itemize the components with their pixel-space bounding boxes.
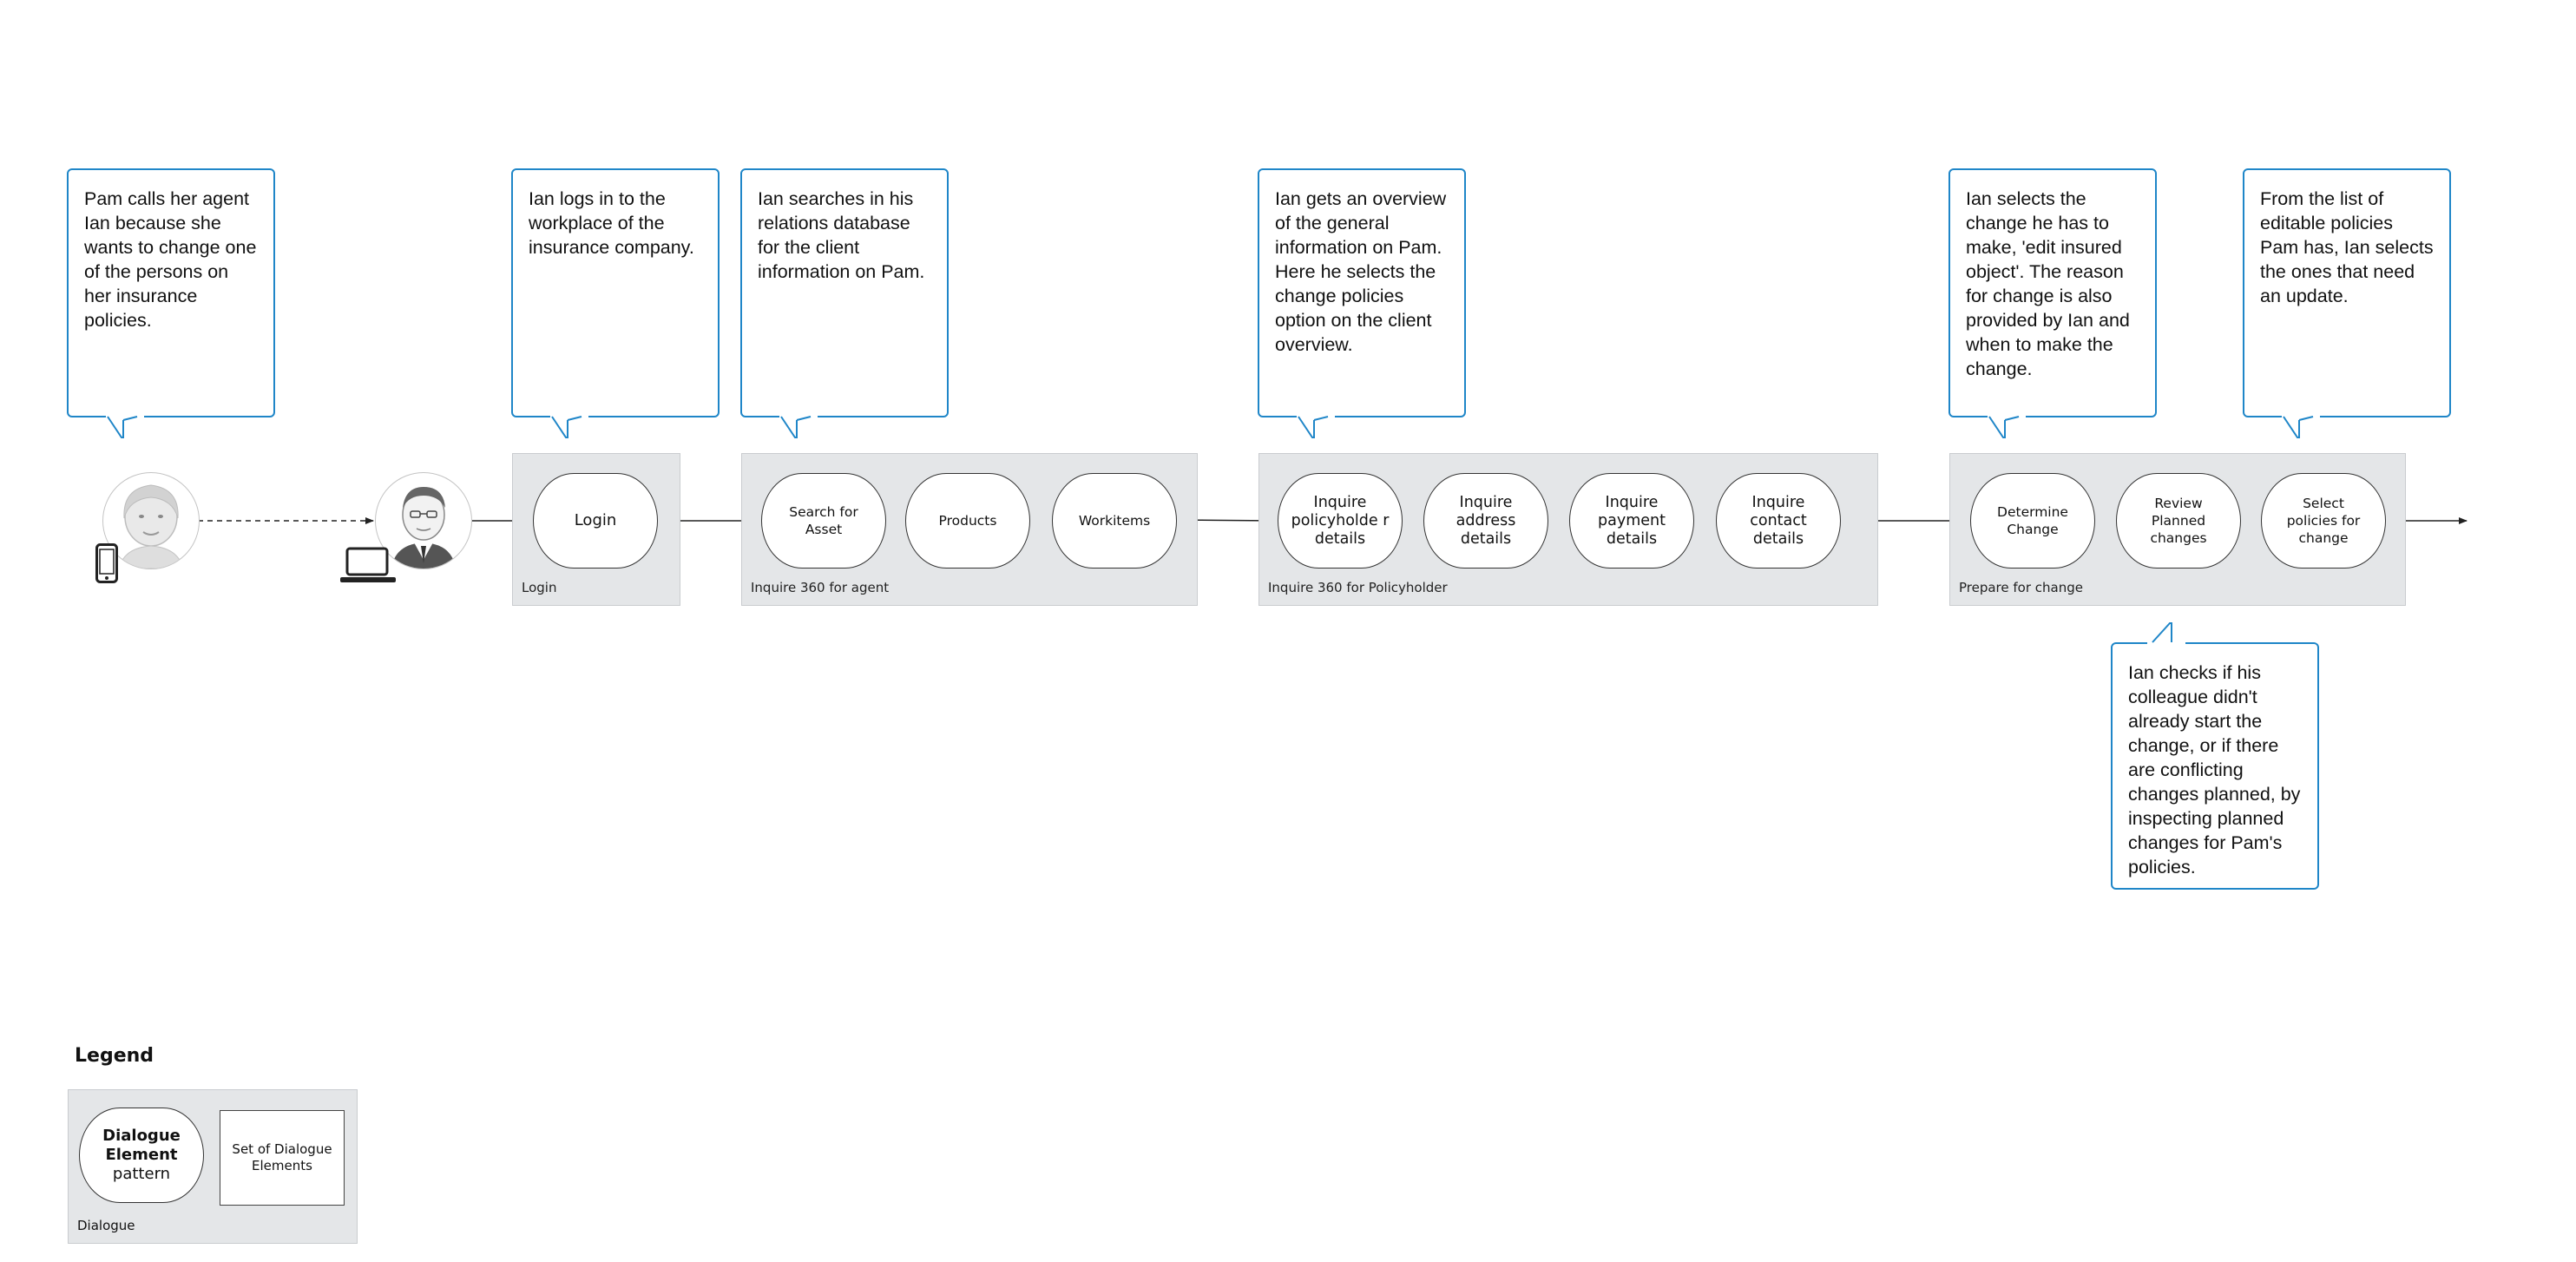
laptop-icon xyxy=(338,547,398,585)
inquire-contact-details-element[interactable]: Inquire contact details xyxy=(1716,473,1841,569)
inquire-address-details-element[interactable]: Inquire address details xyxy=(1423,473,1548,569)
determine-change-element[interactable]: Determine Change xyxy=(1970,473,2095,569)
legend-element-pattern: pattern xyxy=(113,1165,170,1184)
smartphone-icon xyxy=(95,543,118,583)
callout-ian-selects-policies-tail xyxy=(2284,415,2318,439)
search-for-asset-element[interactable]: Search for Asset xyxy=(761,473,886,569)
callout-ian-overview: Ian gets an overview of the general info… xyxy=(1258,168,1466,417)
callout-ian-logs-in-tail xyxy=(552,415,587,439)
callout-ian-checks-text: Ian checks if his colleague didn't alrea… xyxy=(2128,662,2300,877)
callout-ian-logs-in: Ian logs in to the workplace of the insu… xyxy=(511,168,720,417)
group-label-login: Login xyxy=(522,580,556,595)
callout-ian-logs-in-text: Ian logs in to the workplace of the insu… xyxy=(529,188,694,258)
callout-pam-calls-tail xyxy=(108,415,142,439)
callout-ian-selects-policies-text: From the list of editable policies Pam h… xyxy=(2260,188,2434,306)
legend-group: Dialogue Element pattern Set of Dialogue… xyxy=(68,1089,358,1244)
callout-ian-selects-change-text: Ian selects the change he has to make, '… xyxy=(1966,188,2130,379)
callout-ian-overview-tail xyxy=(1298,415,1333,439)
workitems-element[interactable]: Workitems xyxy=(1052,473,1177,569)
callout-ian-selects-change: Ian selects the change he has to make, '… xyxy=(1948,168,2157,417)
legend-title: Legend xyxy=(75,1045,154,1067)
review-planned-changes-element[interactable]: Review Planned changes xyxy=(2116,473,2241,569)
callout-ian-searches: Ian searches in his relations database f… xyxy=(740,168,949,417)
group-label-inquire-agent: Inquire 360 for agent xyxy=(751,580,889,595)
legend-element-bold: Dialogue Element xyxy=(80,1127,203,1165)
inquire-payment-details-element[interactable]: Inquire payment details xyxy=(1569,473,1694,569)
legend-set-of-elements: Set of Dialogue Elements xyxy=(220,1110,345,1206)
callout-ian-searches-text: Ian searches in his relations database f… xyxy=(758,188,924,282)
callout-ian-selects-policies: From the list of editable policies Pam h… xyxy=(2243,168,2451,417)
callout-ian-checks: Ian checks if his colleague didn't alrea… xyxy=(2111,642,2319,890)
legend-group-label: Dialogue xyxy=(77,1218,135,1233)
login-element[interactable]: Login xyxy=(533,473,658,569)
callout-ian-overview-text: Ian gets an overview of the general info… xyxy=(1275,188,1446,355)
callout-ian-selects-change-tail xyxy=(1989,415,2024,439)
callout-ian-searches-tail xyxy=(781,415,816,439)
products-element[interactable]: Products xyxy=(905,473,1030,569)
inquire-policyholder-details-element[interactable]: Inquire policyholde r details xyxy=(1278,473,1403,569)
group-label-inquire-policyholder: Inquire 360 for Policyholder xyxy=(1268,580,1448,595)
group-label-prepare: Prepare for change xyxy=(1959,580,2083,595)
callout-pam-calls-text: Pam calls her agent Ian because she want… xyxy=(84,188,256,331)
callout-pam-calls: Pam calls her agent Ian because she want… xyxy=(67,168,275,417)
legend-dialogue-element: Dialogue Element pattern xyxy=(79,1108,204,1203)
callout-ian-checks-tail xyxy=(2149,620,2184,644)
select-policies-for-change-element[interactable]: Select policies for change xyxy=(2261,473,2386,569)
